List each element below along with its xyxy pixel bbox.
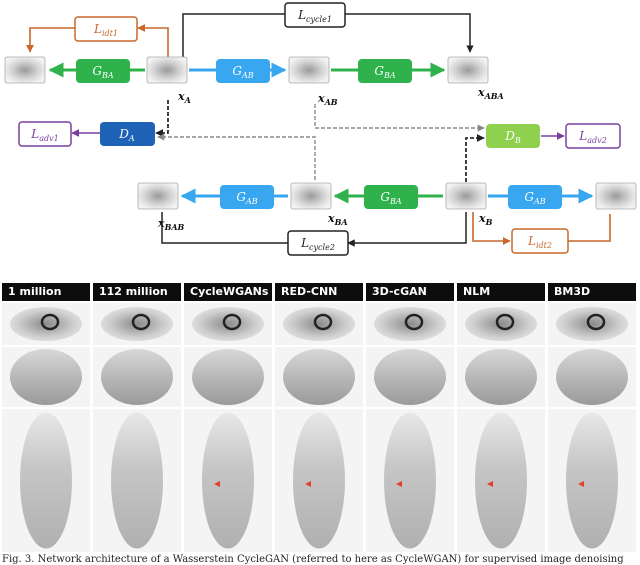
scan-body-axial-5 bbox=[374, 307, 446, 341]
scan-body-axial-3 bbox=[192, 307, 264, 341]
label-x-bab: xBAB bbox=[157, 217, 185, 232]
generator-ab-bottom bbox=[220, 185, 274, 209]
scan-x-ba-a bbox=[4, 56, 46, 84]
loss-cycle1-label: Lcycle1 bbox=[297, 8, 332, 24]
generator-ba-top2-label: GBA bbox=[374, 64, 395, 80]
scan-body-axial-2 bbox=[101, 307, 173, 341]
scan-x-b bbox=[445, 182, 487, 210]
generator-ba-bottom-label: GBA bbox=[380, 190, 401, 206]
scan-body-coronal-7 bbox=[556, 349, 628, 405]
heart-uptake-5 bbox=[404, 313, 424, 331]
scan-body-axial-1 bbox=[10, 307, 82, 341]
scan-x-aba bbox=[447, 56, 489, 84]
loss-idt1-box bbox=[74, 16, 138, 42]
heart-uptake-4 bbox=[313, 313, 333, 331]
scan-x-ab-b bbox=[595, 182, 637, 210]
scan-body-coronal-5 bbox=[374, 349, 446, 405]
generator-ab-bottom2-label: GAB bbox=[524, 190, 545, 206]
label-x-b: xB bbox=[478, 212, 493, 227]
scan-body-coronal-6 bbox=[465, 349, 537, 405]
scan-x-a bbox=[146, 56, 188, 84]
lesion-arrow-6 bbox=[487, 481, 493, 487]
label-x-a: xA bbox=[177, 90, 191, 105]
lesion-arrow-4 bbox=[305, 481, 311, 487]
heart-uptake-7 bbox=[586, 313, 606, 331]
heart-uptake-1 bbox=[40, 313, 60, 331]
label-x-ba: xBA bbox=[327, 212, 348, 227]
figure-caption: Fig. 3. Network architecture of a Wasser… bbox=[2, 554, 624, 565]
lesion-arrow-3 bbox=[214, 481, 220, 487]
comparison-image-grid bbox=[2, 303, 636, 552]
loss-adv2-label: Ladv2 bbox=[578, 129, 606, 145]
scan-body-axial-6 bbox=[465, 307, 537, 341]
generator-ba-top bbox=[76, 59, 130, 83]
loss-cycle2-box bbox=[287, 230, 349, 256]
generator-ba-top-label: GBA bbox=[92, 64, 113, 80]
scan-body-sagittal-7 bbox=[566, 412, 618, 549]
discriminator-a bbox=[100, 122, 155, 146]
loss-adv2-box bbox=[565, 123, 621, 149]
label-x-aba: xABA bbox=[477, 86, 504, 101]
scan-body-coronal-1 bbox=[10, 349, 82, 405]
column-header-7: BM3D bbox=[548, 283, 636, 301]
generator-ba-bottom bbox=[364, 185, 418, 209]
scan-body-axial-4 bbox=[283, 307, 355, 341]
lesion-arrow-5 bbox=[396, 481, 402, 487]
loss-idt1-label: Lidt1 bbox=[93, 22, 118, 38]
loss-adv1-label: Ladv1 bbox=[30, 127, 58, 143]
loss-adv1-box bbox=[18, 121, 72, 147]
generator-ab-top-label: GAB bbox=[232, 64, 253, 80]
loss-idt2-box bbox=[511, 228, 569, 254]
column-header-6: NLM bbox=[457, 283, 545, 301]
heart-uptake-2 bbox=[131, 313, 151, 331]
label-x-ab: xAB bbox=[317, 92, 338, 107]
discriminator-b-label: DB bbox=[504, 129, 521, 145]
column-header-2: 112 million bbox=[93, 283, 181, 301]
heart-uptake-6 bbox=[495, 313, 515, 331]
scan-body-sagittal-2 bbox=[111, 412, 163, 549]
scan-body-coronal-3 bbox=[192, 349, 264, 405]
column-header-3: CycleWGANs bbox=[184, 283, 272, 301]
scan-body-axial-7 bbox=[556, 307, 628, 341]
lesion-arrow-7 bbox=[578, 481, 584, 487]
column-header-1: 1 million bbox=[2, 283, 90, 301]
loss-idt2-label: Lidt2 bbox=[527, 234, 552, 250]
loss-cycle2-label: Lcycle2 bbox=[300, 236, 335, 252]
loss-cycle1-box bbox=[284, 2, 346, 28]
column-header-5: 3D-cGAN bbox=[366, 283, 454, 301]
scan-body-sagittal-4 bbox=[293, 412, 345, 549]
heart-uptake-3 bbox=[222, 313, 242, 331]
generator-ab-bottom2 bbox=[508, 185, 562, 209]
scan-x-ba bbox=[290, 182, 332, 210]
discriminator-b bbox=[486, 124, 540, 148]
generator-ba-top2 bbox=[358, 59, 412, 83]
discriminator-a-label: DA bbox=[118, 127, 135, 143]
scan-x-ab bbox=[288, 56, 330, 84]
scan-x-bab bbox=[137, 182, 179, 210]
column-header-4: RED-CNN bbox=[275, 283, 363, 301]
scan-body-coronal-2 bbox=[101, 349, 173, 405]
network-architecture-diagram: Lidt1 Lcycle1 GBA GAB GBA xA xAB xABA DA… bbox=[4, 2, 637, 256]
generator-ab-top bbox=[216, 59, 270, 83]
scan-body-sagittal-5 bbox=[384, 412, 436, 549]
scan-body-sagittal-6 bbox=[475, 412, 527, 549]
scan-body-sagittal-3 bbox=[202, 412, 254, 549]
generator-ab-bottom-label: GAB bbox=[236, 190, 257, 206]
scan-body-sagittal-1 bbox=[20, 412, 72, 549]
scan-body-coronal-4 bbox=[283, 349, 355, 405]
